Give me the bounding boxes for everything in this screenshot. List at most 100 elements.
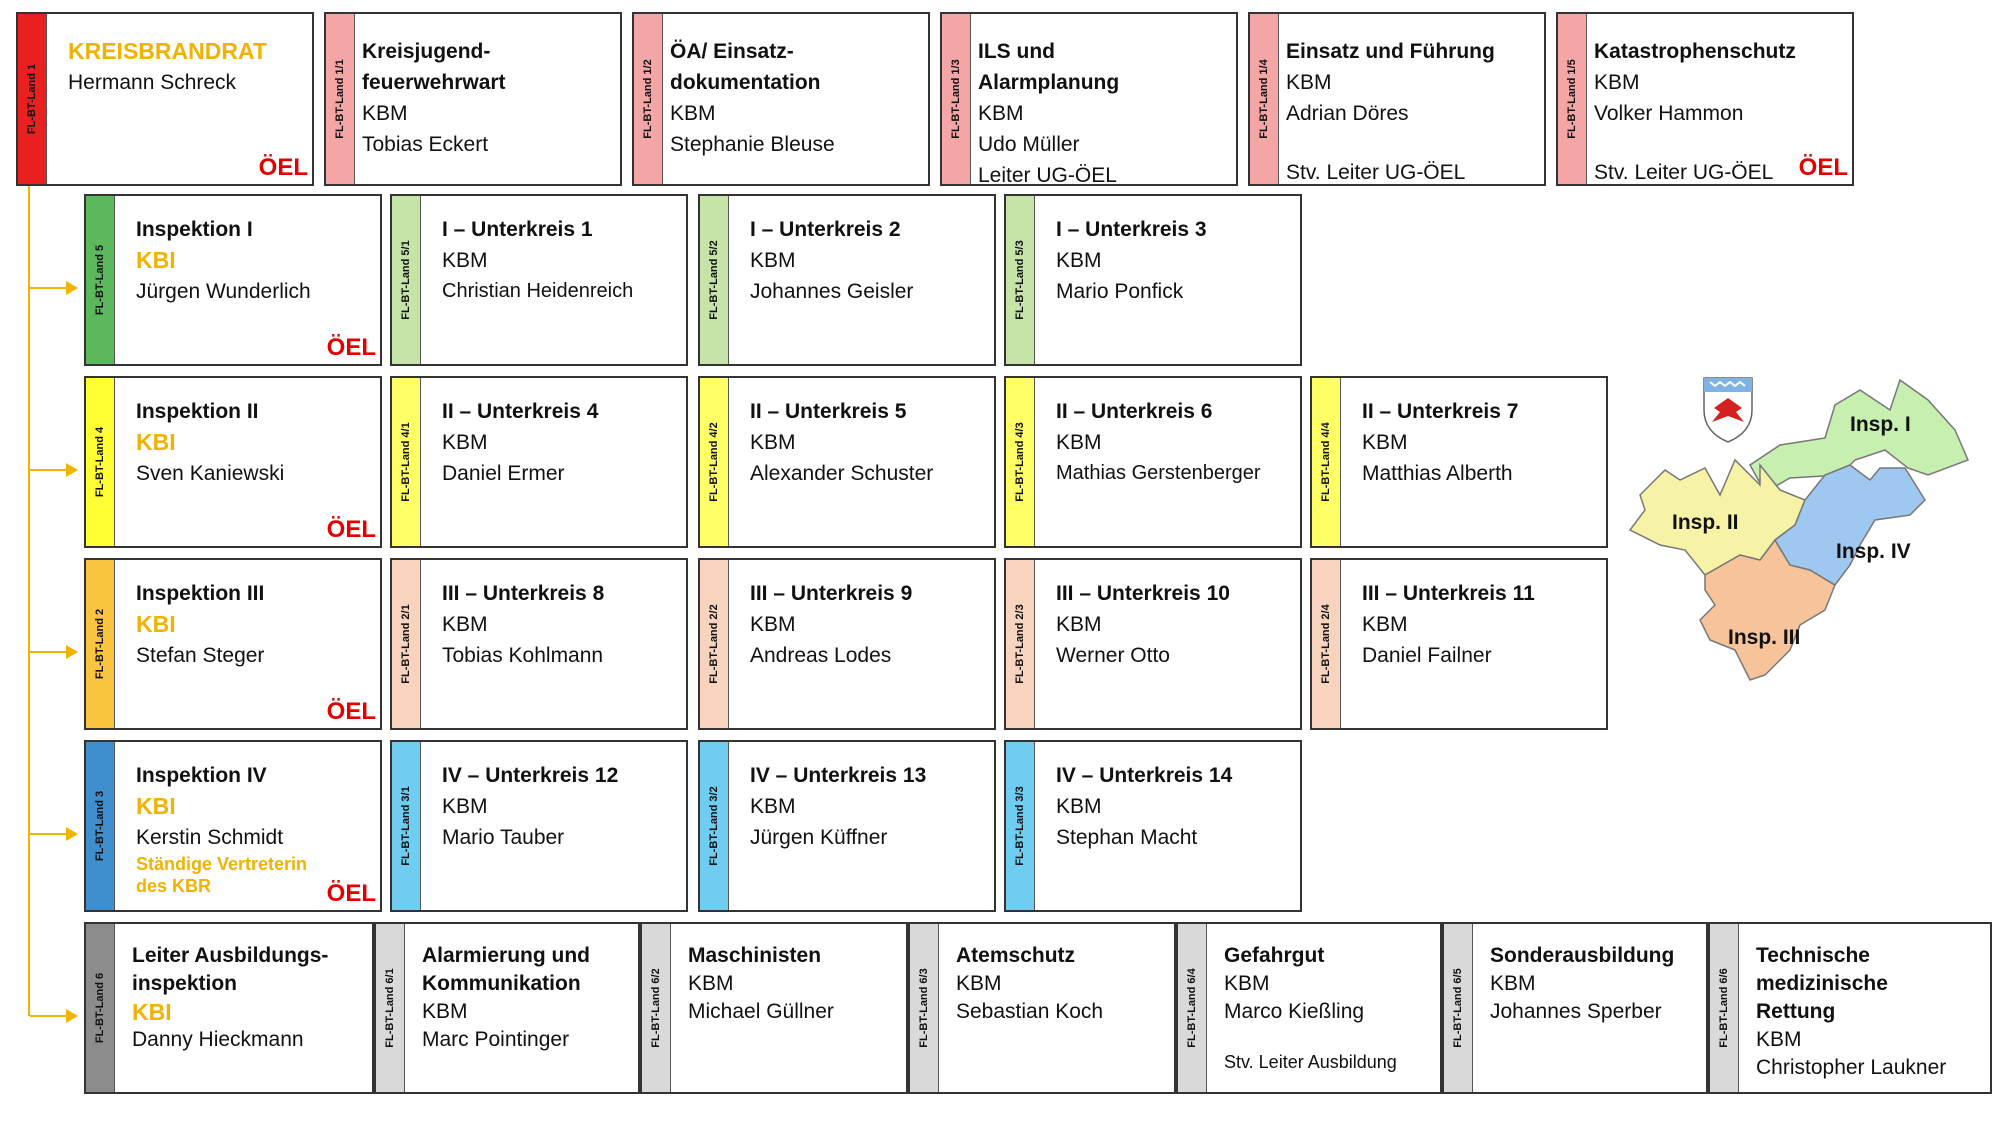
role-kbm: KBM [1224,972,1270,995]
role-kbm: KBM [956,972,1002,995]
code-tab: FL-BT-Land 4/1 [392,378,421,546]
code-label: FL-BT-Land 1/1 [334,59,346,139]
role-kbm: KBM [688,972,734,995]
code-label: FL-BT-Land 1/3 [950,59,962,139]
code-label: FL-BT-Land 1 [26,63,38,135]
connector-line [28,182,30,1016]
card-title: II – Unterkreis 4 [442,400,599,423]
role-kbi: KBI [136,611,176,637]
connector-arrow [66,827,78,841]
card-line: KBM [978,102,1024,125]
code-tab: FL-BT-Land 1/4 [1250,14,1279,184]
person-name: Danny Hieckmann [132,1028,304,1051]
person-name: Johannes Geisler [750,280,914,303]
code-tab: FL-BT-Land 4/3 [1006,378,1035,546]
code-tab: FL-BT-Land 6/1 [376,924,405,1092]
connector-arrow [66,645,78,659]
person-name: Sven Kaniewski [136,462,285,485]
map-label-insp-2: Insp. II [1672,511,1739,534]
code-label: FL-BT-Land 2/1 [400,604,412,684]
person-name: Marc Pointinger [422,1028,570,1051]
card-line [1594,129,1846,157]
code-tab: FL-BT-Land 3 [86,742,115,910]
code-tab: FL-BT-Land 2/2 [700,560,729,728]
code-label: FL-BT-Land 3 [94,790,106,862]
code-tab: FL-BT-Land 5/3 [1006,196,1035,364]
role-kbm: KBM [750,795,796,818]
person-name: Alexander Schuster [750,462,934,485]
role-kbm: KBM [750,613,796,636]
oel-badge: ÖEL [1798,154,1848,181]
code-tab: FL-BT-Land 1/1 [326,14,355,184]
card-line: Stv. Leiter UG-ÖEL [1594,161,1774,184]
role-kbm: KBM [422,1000,468,1023]
card-line: Volker Hammon [1594,102,1744,125]
org-card[interactable]: FL-BT-Land 6 Leiter Ausbildungs-inspektio… [84,922,374,1094]
person-name: Sebastian Koch [956,1000,1104,1023]
role-kbm: KBM [1362,431,1408,454]
role-kbi: KBI [136,429,176,455]
card-title: III – Unterkreis 11 [1362,582,1535,605]
connector-tick [30,469,68,471]
card-title: Gefahrgut [1224,944,1325,967]
card-title: Kreisjugend- [362,40,491,63]
map-label-insp-4: Insp. IV [1836,540,1911,563]
card-title: ILS und [978,40,1055,63]
code-label: FL-BT-Land 6 [94,972,106,1044]
code-tab: FL-BT-Land 2/4 [1312,560,1341,728]
card-line: Rettung [1756,1000,1836,1023]
role-kbm: KBM [442,249,488,272]
card-line: Hermann Schreck [68,71,237,94]
map-label-insp-1: Insp. I [1850,413,1911,436]
card-title: II – Unterkreis 5 [750,400,907,423]
card-line: Leiter UG-ÖEL [978,164,1117,187]
person-name: Johannes Sperber [1490,1000,1662,1023]
card-line: KBM [1286,71,1332,94]
code-label: FL-BT-Land 4/1 [400,422,412,502]
code-label: FL-BT-Land 3/2 [708,786,720,866]
card-title: Atemschutz [956,944,1076,967]
